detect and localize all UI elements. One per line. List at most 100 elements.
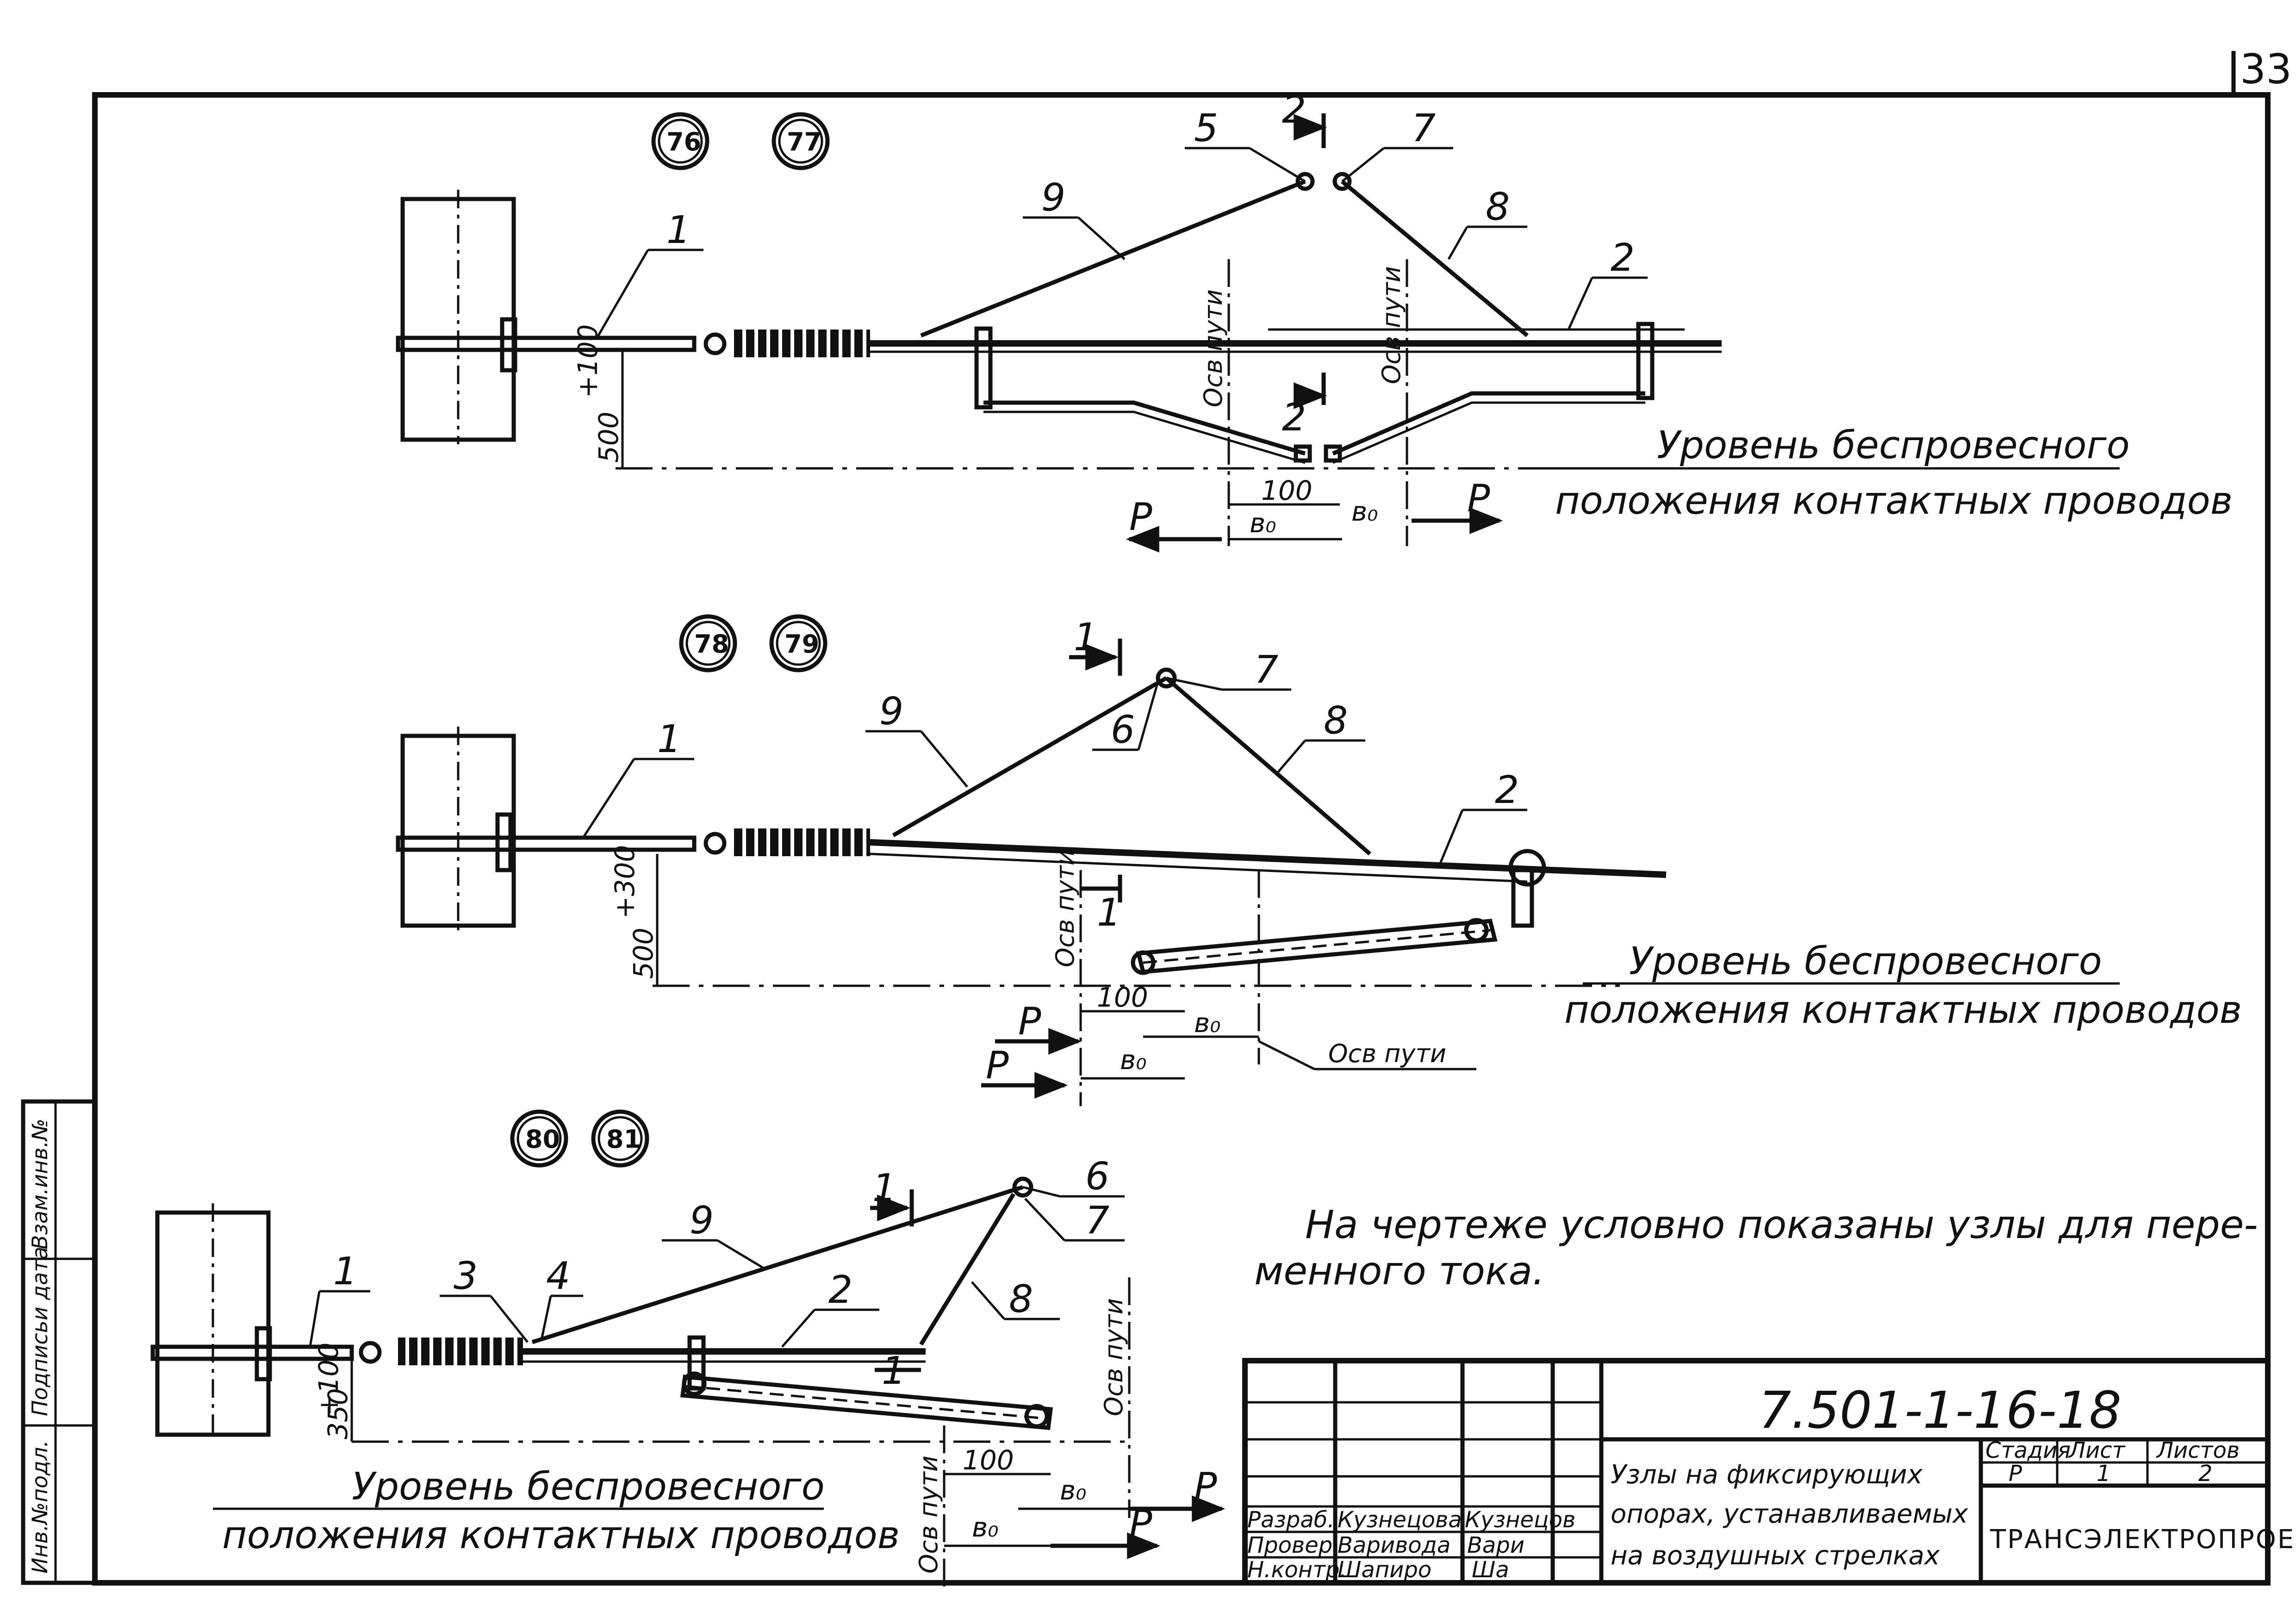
section-1-top: 1: [872, 1166, 896, 1210]
title-block: 7.501-1-16-18 Узлы на фиксирующих опорах…: [1242, 1358, 2296, 1586]
dim-tol: +100: [313, 1343, 344, 1416]
figure-78-79: 78 79 500 +300 Осв пути 100 в₀: [396, 614, 2242, 1106]
name-developer: Кузнецова: [1338, 1507, 1462, 1533]
side-stamp: Инв.№подл. Подписьи дата Взам.инв.№: [21, 1099, 97, 1585]
page-number: 33: [2240, 45, 2292, 93]
svg-text:76: 76: [666, 127, 701, 156]
bracket-rod: [150, 1344, 354, 1361]
wire-9: [920, 179, 1306, 338]
note-line1: На чертеже условно показаны узлы для пер…: [1305, 1202, 2258, 1247]
dim-b0-lower: в₀: [1120, 1044, 1146, 1076]
fixator-left: [983, 400, 1306, 456]
signature-checker: Вари: [1467, 1532, 1524, 1558]
svg-text:78: 78: [694, 629, 729, 659]
track-axis-label-right: Осв пути: [1328, 1039, 1446, 1068]
callout-2: 2: [1495, 768, 1519, 812]
side-stamp-sign: Подписьи дата: [27, 1247, 52, 1416]
force-p-right: Р: [1467, 477, 1490, 521]
callout-6: 6: [1111, 708, 1135, 752]
callout-8: 8: [1486, 185, 1510, 229]
level-caption-line2: положения контактных проводов: [1555, 479, 2233, 523]
side-stamp-replace: Взам.инв.№: [27, 1119, 52, 1250]
node-number-79: 79: [769, 614, 828, 672]
name-norm-control: Шапиро: [1338, 1557, 1431, 1583]
role-norm-control: Н.контр.: [1247, 1557, 1347, 1583]
side-stamp-inv: Инв.№подл.: [27, 1440, 52, 1574]
wire-8: [1341, 180, 1529, 337]
wire-8: [1165, 676, 1371, 856]
node-number-77: 77: [772, 112, 830, 170]
callout-7: 7: [1254, 648, 1278, 692]
level-caption-line1: Уровень беспровесного: [1657, 423, 2130, 467]
callout-1: 1: [333, 1250, 357, 1294]
callout-5: 5: [1194, 106, 1218, 150]
dim-b0-upper: в₀: [1194, 1007, 1220, 1039]
callout-9: 9: [1041, 176, 1065, 220]
callout-9: 9: [690, 1199, 714, 1243]
callout-7: 7: [1412, 106, 1436, 150]
title-line1: Узлы на фиксирующих: [1611, 1460, 1923, 1490]
node-number-80: 80: [510, 1109, 568, 1168]
dim-100: 100: [963, 1444, 1014, 1476]
level-caption-line2: положения контактных проводов: [222, 1513, 900, 1557]
callout-2: 2: [1611, 236, 1635, 280]
document-code: 7.501-1-16-18: [1759, 1381, 2122, 1440]
wire-9: [531, 1185, 1024, 1344]
header-sheet: Лист: [2068, 1437, 2126, 1463]
track-axis-label-right: Осв пути: [1099, 1298, 1128, 1416]
dim-100: 100: [1097, 982, 1148, 1013]
insulator: [731, 330, 870, 357]
section-2-bottom: 2: [1282, 396, 1306, 440]
section-2-top: 2: [1282, 88, 1306, 132]
dim-b0-left: в₀: [1250, 507, 1276, 539]
header-sheets: Листов: [2156, 1437, 2240, 1463]
section-1-bottom: 1: [882, 1349, 906, 1393]
level-caption-line1: Уровень беспровесного: [352, 1465, 825, 1509]
callout-1: 1: [657, 717, 681, 761]
section-1-bottom: 1: [1097, 891, 1121, 935]
node-number-76: 76: [651, 112, 709, 170]
dim-height: 500: [593, 411, 624, 463]
title-line2: опорах, устанавливаемых: [1611, 1499, 1968, 1529]
drawing-frame: [92, 92, 2271, 1586]
fixator: [1136, 919, 1498, 974]
section-1-top: 1: [1074, 616, 1098, 660]
value-sheet: 1: [2097, 1461, 2111, 1487]
node-number-78: 78: [679, 614, 737, 672]
dim-100: 100: [1261, 475, 1313, 506]
callout-8: 8: [1009, 1277, 1033, 1321]
bracket-rod: [396, 336, 697, 352]
callout-1: 1: [666, 208, 691, 252]
role-developer: Разраб.: [1247, 1507, 1335, 1533]
organization: ТРАНСЭЛЕКТРОПРОЕКТ: [1990, 1524, 2296, 1555]
dim-b0-upper: в₀: [1060, 1475, 1086, 1506]
title-line3: на воздушных стрелках: [1611, 1541, 1940, 1571]
callout-9: 9: [879, 690, 903, 734]
svg-text:77: 77: [787, 127, 821, 156]
insulator: [731, 828, 870, 856]
figure-76-77: 76 77 500 +100: [396, 88, 2233, 553]
track-axis-label-left: Осв пути: [1199, 289, 1228, 407]
force-p-left: Р: [1129, 495, 1152, 539]
name-checker: Варивода: [1338, 1532, 1450, 1558]
dim-350: 350: [322, 1388, 354, 1439]
callout-6: 6: [1085, 1155, 1109, 1199]
callout-2: 2: [828, 1268, 852, 1312]
level-caption-line2: положения контактных проводов: [1564, 988, 2242, 1032]
force-p-upper: Р: [1194, 1465, 1217, 1509]
track-axis-label-left: Осв пути: [914, 1456, 943, 1574]
force-p-lower: Р: [1129, 1502, 1152, 1546]
svg-text:80: 80: [525, 1125, 560, 1154]
insulator: [398, 1338, 523, 1365]
wire-8: [919, 1193, 1015, 1346]
track-axis-label-left: Осв пути: [1051, 849, 1080, 967]
value-sheets: 2: [2198, 1461, 2213, 1487]
level-caption-line1: Уровень беспровесного: [1629, 940, 2102, 983]
callout-8: 8: [1324, 699, 1348, 743]
dim-height: 500: [628, 927, 659, 979]
header-stage: Стадия: [1985, 1437, 2071, 1463]
figure-80-81: 80 8 1 +100 350 Осв пути Осв пути 100 в₀: [150, 1109, 1226, 1587]
force-p-lower: Р: [986, 1044, 1009, 1088]
track-axis-label-right: Осв пути: [1377, 266, 1406, 384]
